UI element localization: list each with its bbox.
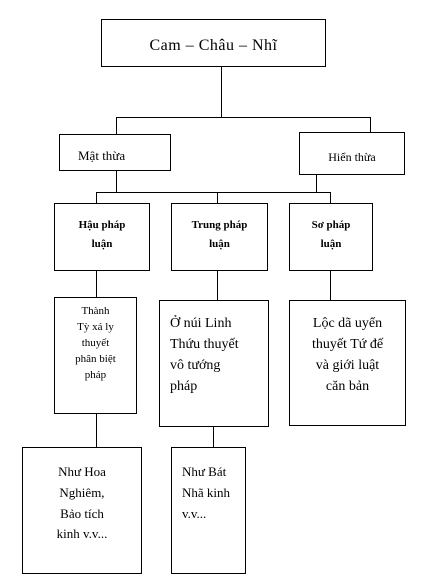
- node-hau-phap-luan-label: Hậu pháp luận: [78, 219, 126, 250]
- node-trung-phap-luan: Trung pháp luận: [171, 203, 268, 271]
- node-thanh-ty-xa-ly-label: Thành Tỳ xá ly thuyết phân biệt pháp: [75, 305, 116, 381]
- node-hau-phap-luan: Hậu pháp luận: [54, 203, 150, 271]
- node-trung-phap-luan-label: Trung pháp luận: [191, 219, 248, 250]
- node-loc-da-uyen: Lộc dã uyển thuyết Tứ đế và giới luật că…: [289, 300, 406, 426]
- node-mat-thua: Mật thừa: [59, 134, 171, 171]
- node-so-phap-luan: Sơ pháp luận: [289, 203, 373, 271]
- node-o-nui-linh: Ở núi Linh Thứu thuyết vô tướng pháp: [159, 300, 269, 427]
- node-hien-thua-label: Hiển thừa: [328, 150, 376, 164]
- node-nhu-bat-nha-label: Như Bát Nhã kinh v.v...: [182, 464, 231, 521]
- node-mat-thua-label: Mật thừa: [78, 148, 126, 163]
- node-cam-chau-nhi: Cam – Châu – Nhĩ: [101, 19, 326, 67]
- node-nhu-hoa-nghiem-label: Như Hoa Nghiêm, Bảo tích kinh v.v...: [56, 464, 108, 542]
- node-hien-thua: Hiển thừa: [299, 132, 405, 175]
- node-loc-da-uyen-label: Lộc dã uyển thuyết Tứ đế và giới luật că…: [311, 316, 384, 394]
- node-cam-chau-nhi-label: Cam – Châu – Nhĩ: [149, 37, 278, 54]
- node-nhu-hoa-nghiem: Như Hoa Nghiêm, Bảo tích kinh v.v...: [22, 447, 142, 574]
- node-o-nui-linh-label: Ở núi Linh Thứu thuyết vô tướng pháp: [170, 316, 239, 394]
- node-so-phap-luan-label: Sơ pháp luận: [311, 219, 351, 250]
- node-thanh-ty-xa-ly: Thành Tỳ xá ly thuyết phân biệt pháp: [54, 297, 137, 414]
- node-nhu-bat-nha: Như Bát Nhã kinh v.v...: [171, 447, 246, 574]
